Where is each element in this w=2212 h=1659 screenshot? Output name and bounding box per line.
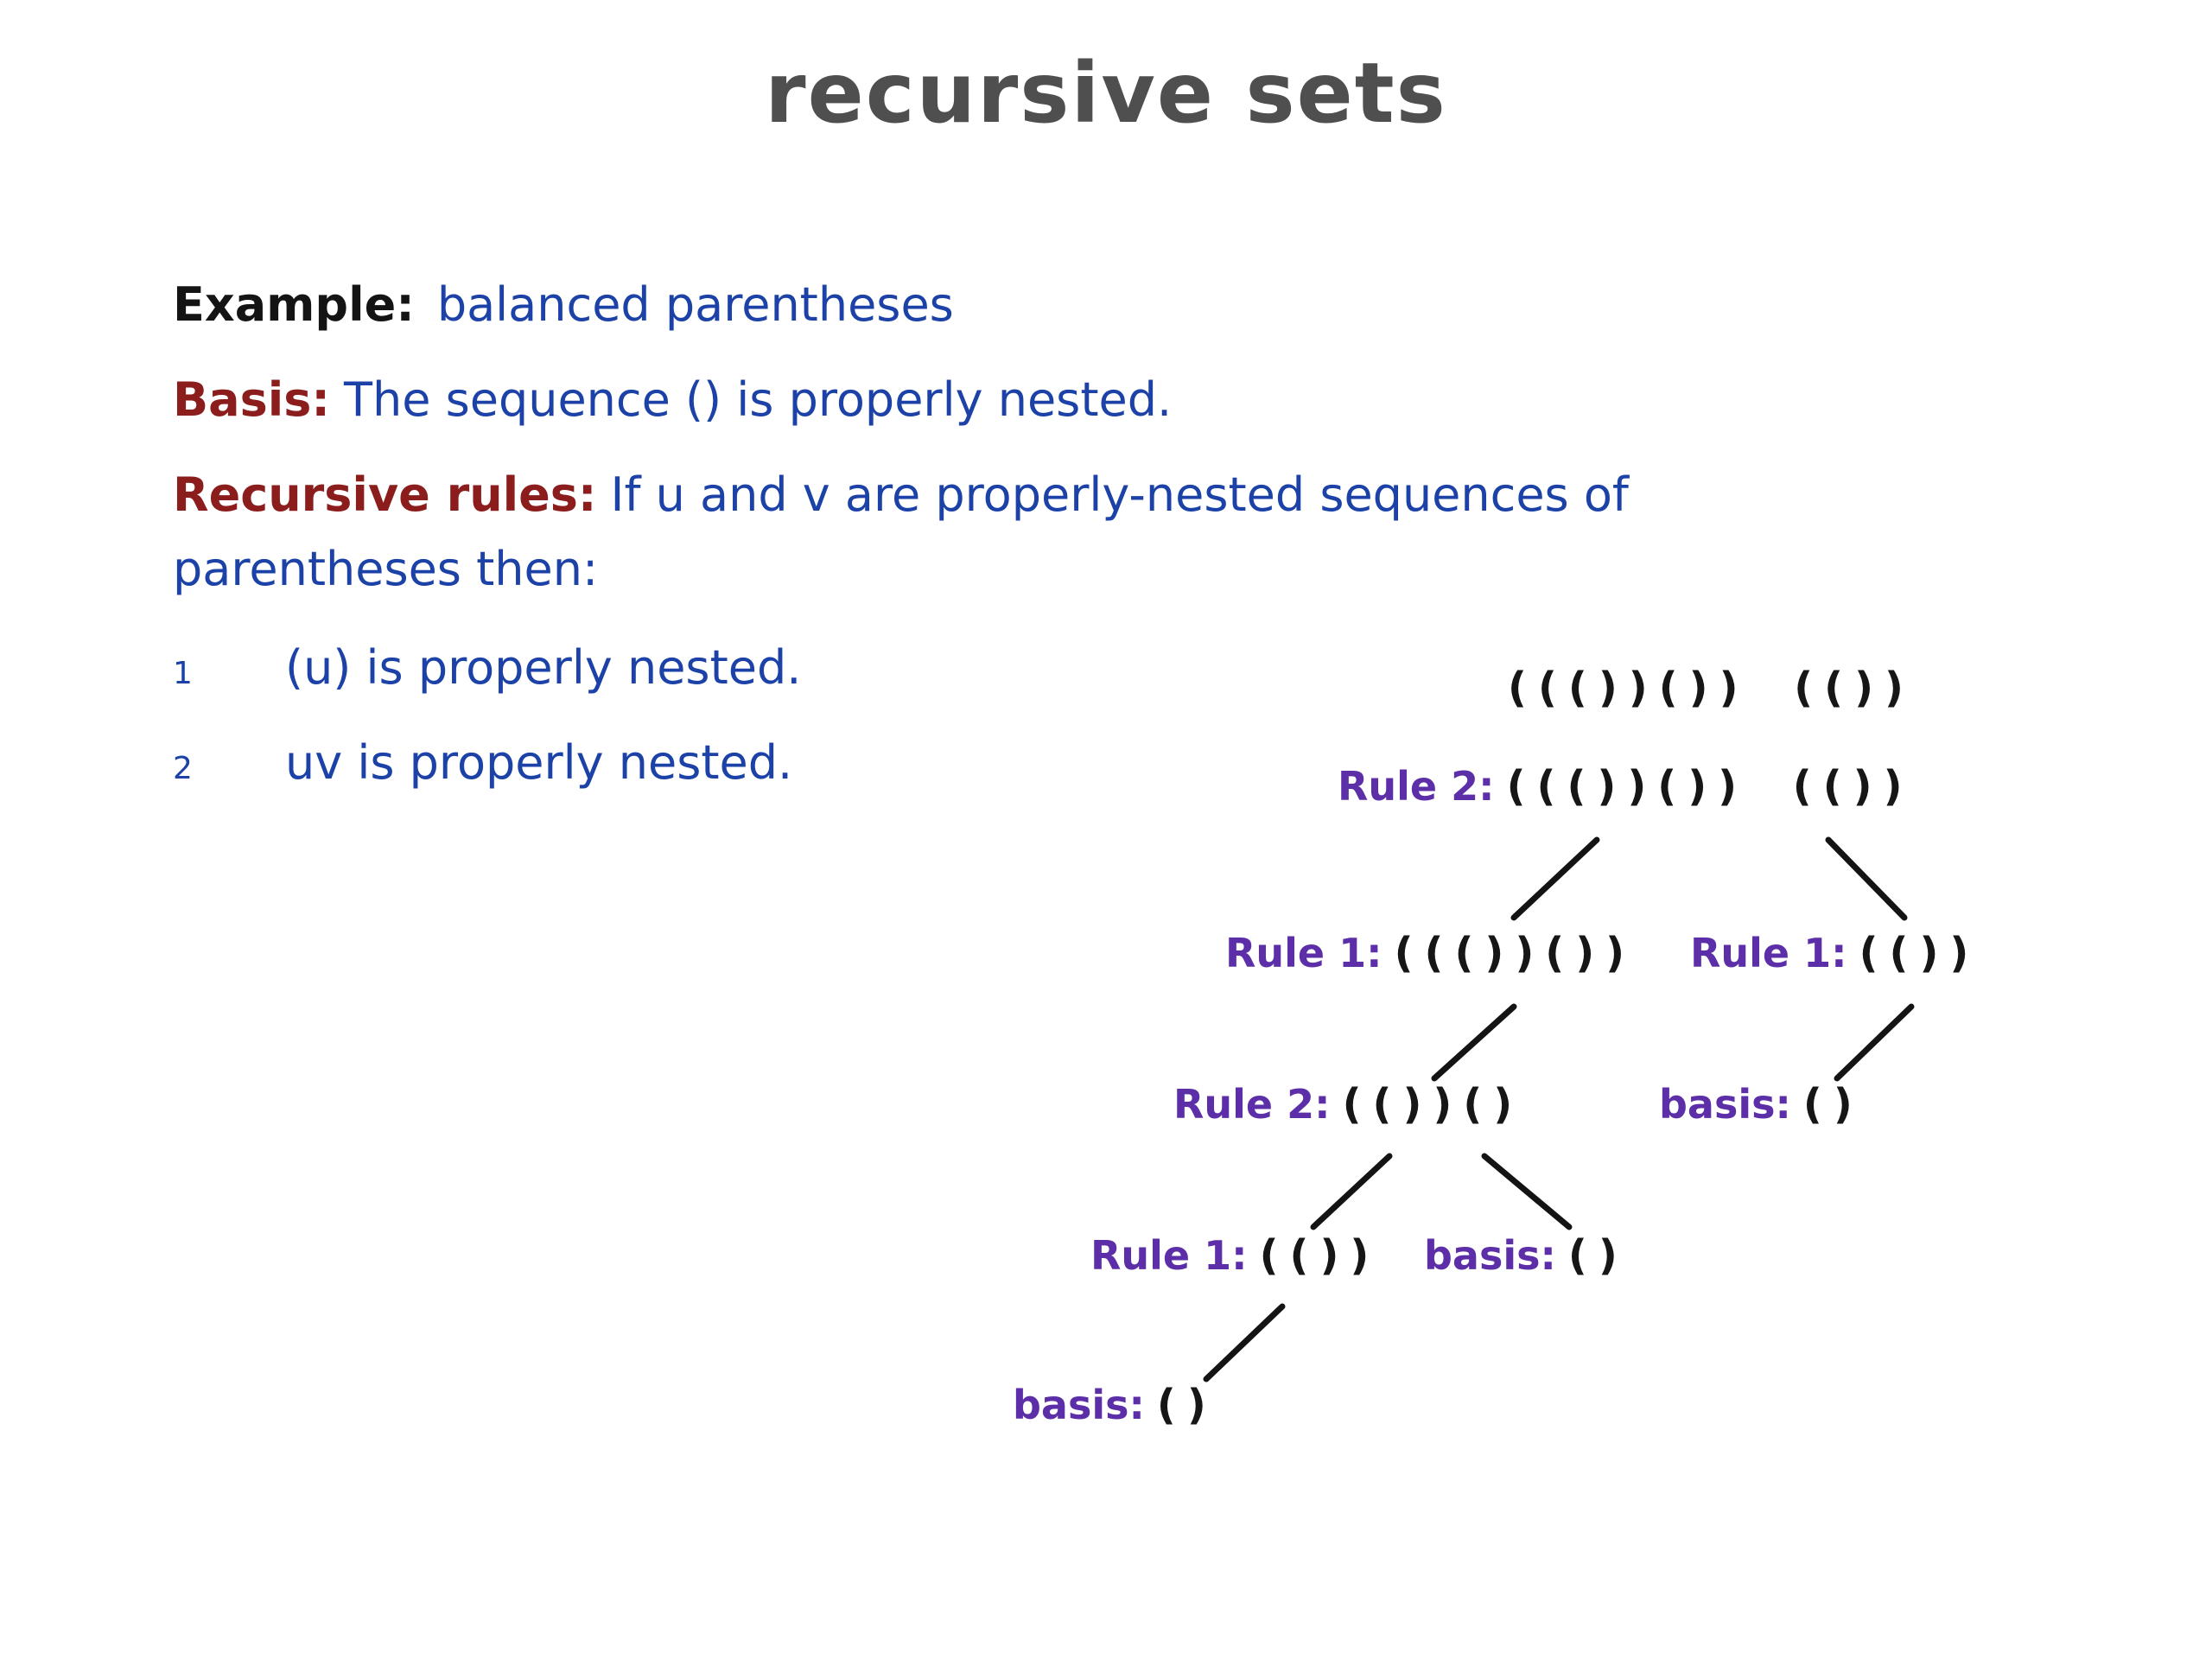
tree-node-rule-label: basis:	[1013, 1382, 1145, 1428]
recursive-rules-line: Recursive rules:If u and v are properly-…	[173, 467, 1629, 522]
tree-node-rule2-top: Rule 2: ((())()) (())	[1338, 762, 1914, 810]
derivation-tree: ((())()) (()) Rule 2: ((())()) (()) Rule…	[950, 639, 2074, 1503]
page-title: recursive sets	[765, 45, 1447, 142]
example-line: Example: balanced parentheses	[173, 277, 954, 332]
tree-node-rule1-lower: Rule 1: (())	[1090, 1231, 1380, 1280]
tree-node-rule-label: Rule 1:	[1090, 1232, 1248, 1279]
list-item-1-text: (u) is properly nested.	[285, 640, 802, 695]
tree-node-parens: ((())()) (())	[1508, 664, 1915, 712]
recursive-rules-text-cont: parentheses then:	[173, 542, 599, 596]
tree-node-rule-label: basis:	[1424, 1232, 1556, 1279]
tree-node-basis-mid: basis: ()	[1424, 1231, 1629, 1280]
tree-edge	[1510, 836, 1600, 921]
tree-node-rule-label: basis:	[1659, 1081, 1791, 1128]
tree-node-rule2-mid: Rule 2: (())()	[1173, 1080, 1523, 1128]
list-item-2: 2 uv is properly nested.	[173, 735, 793, 790]
basis-line: Basis: The sequence () is properly nested…	[173, 372, 1173, 427]
tree-node-root: ((())()) (())	[1508, 664, 1915, 712]
tree-node-parens: ()	[1567, 1231, 1629, 1280]
tree-edge	[1481, 1153, 1573, 1230]
basis-text: The sequence () is properly nested.	[344, 372, 1173, 427]
tree-node-parens: (())	[1259, 1231, 1381, 1280]
list-item-2-number: 2	[173, 751, 193, 786]
tree-node-parens: ()	[1802, 1080, 1864, 1128]
tree-node-rule1-left: Rule 1: ((())())	[1225, 929, 1636, 977]
basis-label: Basis:	[173, 372, 330, 427]
tree-edges	[1203, 836, 1915, 1382]
recursive-rules-label: Recursive rules:	[173, 467, 597, 522]
tree-edge	[1834, 1003, 1915, 1082]
tree-node-rule1-right: Rule 1: (())	[1690, 929, 1980, 977]
tree-node-parens: ((())()) (())	[1506, 762, 1914, 810]
list-item-1: 1 (u) is properly nested.	[173, 640, 802, 695]
tree-edge	[1310, 1153, 1393, 1230]
tree-node-rule-label: Rule 1:	[1225, 930, 1382, 976]
recursive-rules-continuation: parentheses then:	[173, 542, 599, 596]
tree-node-rule-label: Rule 2:	[1173, 1081, 1331, 1128]
tree-node-rule-label: Rule 2:	[1338, 763, 1495, 810]
list-item-1-number: 1	[173, 656, 193, 691]
example-label: Example:	[173, 277, 415, 332]
tree-edge	[1431, 1003, 1517, 1082]
tree-node-parens: ((())())	[1394, 929, 1637, 977]
example-text: balanced parentheses	[436, 277, 954, 332]
recursive-rules-text: If u and v are properly-nested sequences…	[610, 467, 1629, 522]
tree-node-basis-right: basis: ()	[1659, 1080, 1864, 1128]
tree-node-parens: (())	[1859, 929, 1980, 977]
tree-edge	[1825, 836, 1908, 921]
tree-node-basis-bottom: basis: ()	[1013, 1381, 1217, 1429]
tree-edge	[1203, 1303, 1286, 1382]
tree-node-parens: (())()	[1342, 1080, 1524, 1128]
tree-node-rule-label: Rule 1:	[1690, 930, 1847, 976]
tree-node-parens: ()	[1156, 1381, 1217, 1429]
list-item-2-text: uv is properly nested.	[285, 735, 793, 790]
